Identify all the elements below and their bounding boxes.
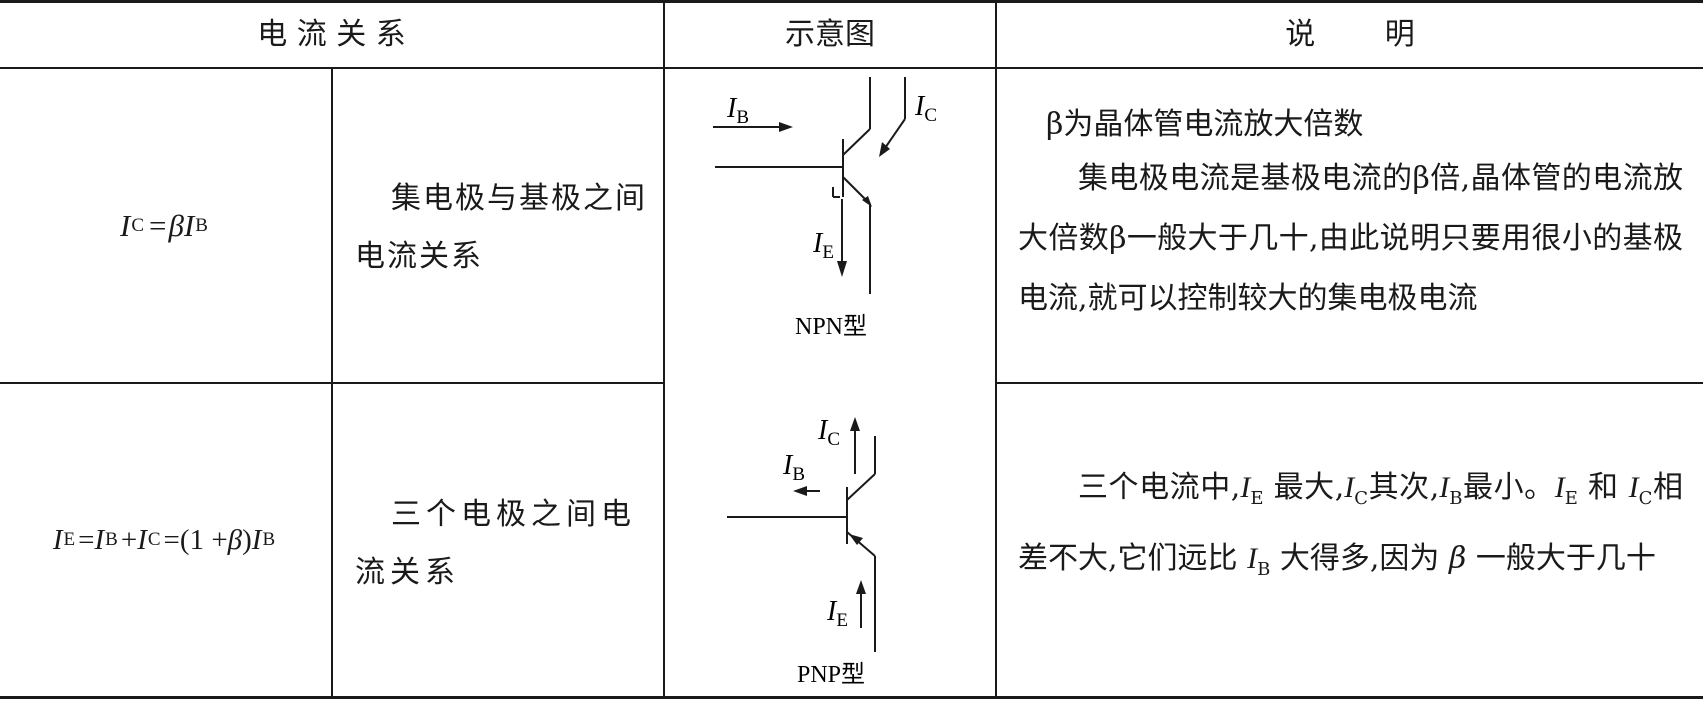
relation-1: 集电极与基极之间电流关系	[355, 181, 647, 274]
pnp-diagram: IB IC IE PNP型	[665, 384, 995, 696]
relation-text-1: 集电极与基极之间电流关系	[355, 170, 650, 290]
header-col3-text: 说 明	[1285, 17, 1415, 52]
header-col1-text: 电 流 关 系	[257, 17, 406, 52]
header-diagram: 示意图	[665, 3, 995, 67]
description-1: β为晶体管电流放大倍数 集电极电流是基极电流的β倍,晶体管的电流放大倍数β一般大…	[1018, 96, 1683, 376]
relation-2: 三个电极之间电流关系	[355, 497, 636, 590]
desc1-line1: β为晶体管电流放大倍数	[1046, 107, 1364, 142]
sym-beta: β	[168, 207, 184, 243]
desc2-text: 三个电流中,IE 最大,IC其次,IB最小。IE 和 IC相差不大,它们远比 I…	[1018, 470, 1683, 580]
npn-type-label: NPN型	[795, 313, 867, 340]
pnp-ic-label: IC	[817, 415, 840, 450]
col-divider-1	[663, 0, 665, 699]
sym-beta: β	[227, 524, 243, 556]
pnp-ib-label: IB	[782, 450, 805, 485]
op-eq: =	[78, 524, 95, 556]
op-eq: =	[163, 524, 180, 556]
pnp-type-label: PNP型	[797, 661, 865, 688]
sub-c: C	[131, 214, 145, 236]
npn-ic-label: IC	[914, 91, 937, 126]
sub-e: E	[63, 529, 76, 550]
sym-i: I	[120, 207, 131, 243]
sym-i: I	[183, 207, 195, 243]
sub-c: C	[147, 529, 161, 550]
top-rule	[0, 0, 1703, 3]
pnp-transistor-symbol: IB IC IE PNP型	[727, 415, 876, 688]
op-plus: +	[120, 524, 138, 556]
header-rule	[0, 67, 1703, 69]
bottom-rule	[0, 696, 1703, 699]
paren-open: (1 +	[179, 524, 228, 556]
desc1-line2: 集电极电流是基极电流的β倍,晶体管的电流放大倍数β一般大于几十,由此说明只要用很…	[1018, 161, 1683, 316]
sym-i: I	[52, 524, 63, 556]
col-divider-2	[995, 0, 997, 699]
header-current-relation: 电 流 关 系	[0, 3, 663, 67]
paren-close: )	[242, 524, 252, 556]
description-2: 三个电流中,IE 最大,IC其次,IB最小。IE 和 IC相差不大,它们远比 I…	[1018, 458, 1683, 678]
header-description: 说 明	[997, 3, 1703, 67]
sub-b: B	[195, 214, 208, 236]
npn-ie-label: IE	[812, 228, 834, 263]
row-divider-right	[995, 382, 1703, 384]
col-divider-sub	[331, 68, 333, 699]
pnp-ie-label: IE	[826, 596, 848, 631]
sub-b: B	[105, 529, 118, 550]
sym-i: I	[137, 524, 147, 556]
npn-ib-label: IB	[726, 93, 749, 128]
npn-diagram: IB IC IE NPN型	[665, 69, 995, 382]
relation-text-2: 三个电极之间电流关系	[355, 486, 650, 606]
header-col2-text: 示意图	[785, 17, 875, 52]
op-eq: =	[149, 207, 167, 243]
sym-i: I	[251, 524, 262, 556]
npn-transistor-symbol: IB IC IE NPN型	[713, 77, 937, 340]
sym-i: I	[94, 524, 105, 556]
sub-b: B	[262, 529, 276, 550]
